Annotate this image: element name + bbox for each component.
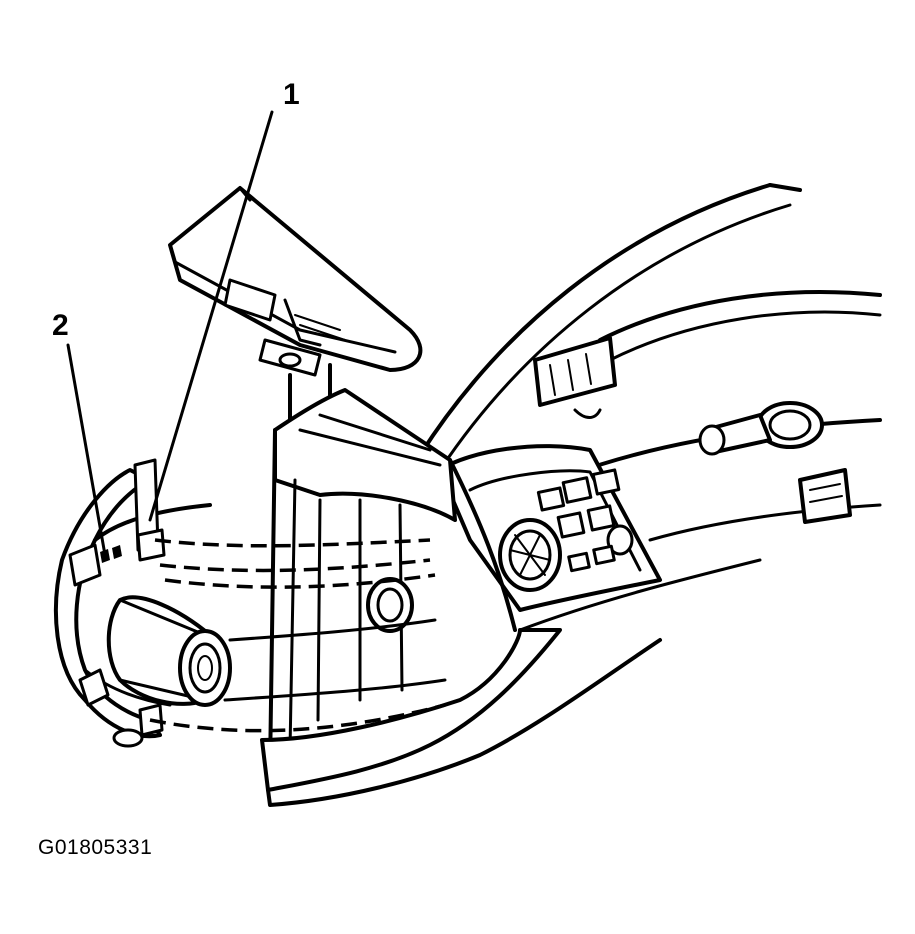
console-tower bbox=[260, 388, 762, 807]
power-outlet bbox=[106, 577, 414, 707]
callout-2: 2 bbox=[52, 309, 69, 342]
figure-id: G01805331 bbox=[38, 836, 153, 859]
callout-1: 1 bbox=[283, 78, 300, 111]
leader-line-2 bbox=[66, 343, 107, 557]
switch-panel bbox=[438, 444, 662, 612]
bezel bbox=[53, 458, 212, 748]
assembly-lines bbox=[149, 538, 447, 733]
armrest-lid bbox=[168, 186, 423, 422]
leader-line-1 bbox=[148, 110, 274, 522]
